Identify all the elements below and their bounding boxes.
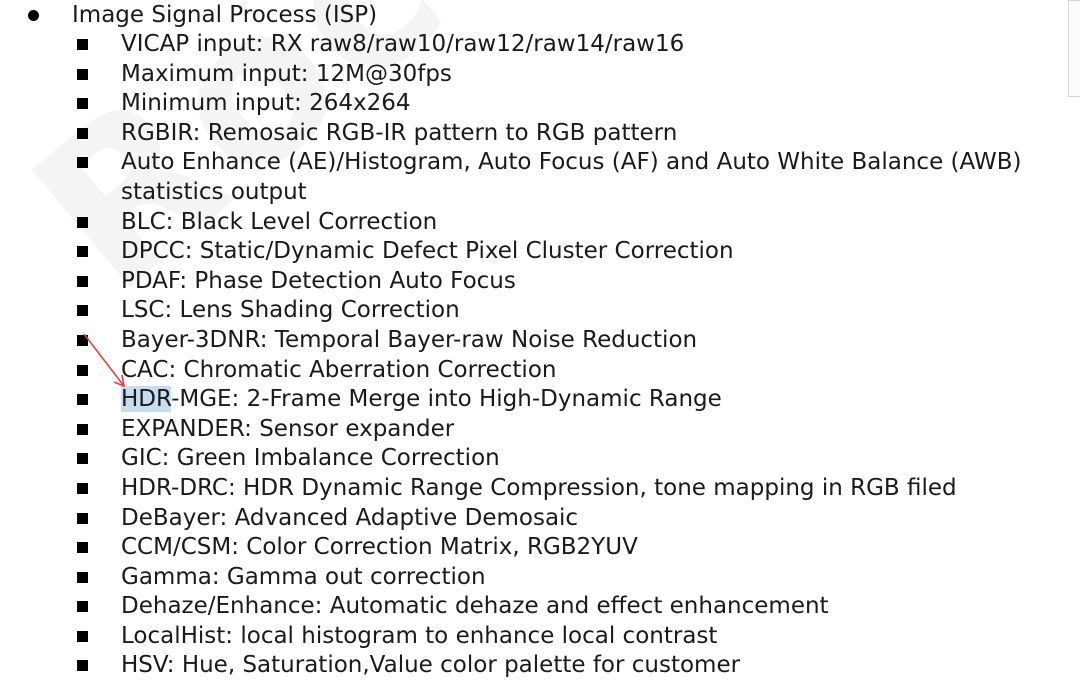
list-item-text: Minimum input: 264x264 <box>121 90 411 117</box>
list-item-text: RGBIR: Remosaic RGB-IR pattern to RGB pa… <box>121 119 678 146</box>
square-bullet-icon <box>77 660 88 672</box>
list-item-text: Gamma: Gamma out correction <box>121 563 486 590</box>
square-bullet-icon <box>77 453 88 465</box>
list-item-text: Dehaze/Enhance: Automatic dehaze and eff… <box>121 593 829 620</box>
list-item: RGBIR: Remosaic RGB-IR pattern to RGB pa… <box>0 119 1080 149</box>
list-item: Gamma: Gamma out correction <box>0 563 1080 593</box>
square-bullet-icon <box>77 512 88 524</box>
list-item: LocalHist: local histogram to enhance lo… <box>0 622 1080 652</box>
list-item: Dehaze/Enhance: Automatic dehaze and eff… <box>0 592 1080 622</box>
list-item-text-rest: -MGE: 2-Frame Merge into High-Dynamic Ra… <box>171 386 722 413</box>
list-item-text-line2: statistics output <box>121 178 307 205</box>
list-item: HDR-MGE: 2-Frame Merge into High-Dynamic… <box>0 385 1080 415</box>
list-item-text: LSC: Lens Shading Correction <box>121 297 460 324</box>
square-bullet-icon <box>77 334 88 346</box>
list-item: DeBayer: Advanced Adaptive Demosaic <box>0 504 1080 534</box>
list-item: HSV: Hue, Saturation,Value color palette… <box>0 651 1080 681</box>
list-item-text: HSV: Hue, Saturation,Value color palette… <box>121 652 741 679</box>
list-item-text: BLC: Black Level Correction <box>121 208 438 235</box>
list-item-text: Maximum input: 12M@30fps <box>121 60 452 87</box>
side-panel-edge <box>1068 0 1080 97</box>
list-item: HDR-DRC: HDR Dynamic Range Compression, … <box>0 474 1080 504</box>
selected-text-highlight[interactable]: HDR <box>121 386 172 413</box>
list-item-text: PDAF: Phase Detection Auto Focus <box>121 267 516 294</box>
square-bullet-icon <box>77 305 88 317</box>
square-bullet-icon <box>77 216 88 228</box>
square-bullet-icon <box>77 275 88 287</box>
feature-list: VICAP input: RX raw8/raw10/raw12/raw14/r… <box>0 30 1080 681</box>
list-item-text: GIC: Green Imbalance Correction <box>121 445 500 472</box>
list-item-text: CCM/CSM: Color Correction Matrix, RGB2YU… <box>121 534 638 561</box>
list-item-text: VICAP input: RX raw8/raw10/raw12/raw14/r… <box>121 31 685 57</box>
square-bullet-icon <box>77 482 88 494</box>
list-item: CCM/CSM: Color Correction Matrix, RGB2YU… <box>0 533 1080 563</box>
square-bullet-icon <box>77 542 88 554</box>
square-bullet-icon <box>77 364 88 376</box>
list-item-text: LocalHist: local histogram to enhance lo… <box>121 622 718 649</box>
list-item: CAC: Chromatic Aberration Correction <box>0 356 1080 386</box>
list-item-text: EXPANDER: Sensor expander <box>121 415 455 442</box>
list-item-text-line1: Auto Enhance (AE)/Histogram, Auto Focus … <box>121 149 1022 176</box>
list-item-text: CAC: Chromatic Aberration Correction <box>121 356 557 383</box>
list-item: EXPANDER: Sensor expander <box>0 415 1080 445</box>
list-item: Bayer-3DNR: Temporal Bayer-raw Noise Red… <box>0 326 1080 356</box>
list-item: LSC: Lens Shading Correction <box>0 296 1080 326</box>
list-item-text: Bayer-3DNR: Temporal Bayer-raw Noise Red… <box>121 326 698 353</box>
square-bullet-icon <box>77 630 88 642</box>
list-item: GIC: Green Imbalance Correction <box>0 444 1080 474</box>
section-heading: Image Signal Process (ISP) <box>0 0 1080 30</box>
square-bullet-icon <box>77 127 88 139</box>
list-item-text: Auto Enhance (AE)/Histogram, Auto Focus … <box>121 148 1080 207</box>
list-item: Minimum input: 264x264 <box>0 89 1080 119</box>
square-bullet-icon <box>77 157 88 169</box>
list-item: BLC: Black Level Correction <box>0 208 1080 238</box>
list-item-text: DPCC: Static/Dynamic Defect Pixel Cluste… <box>121 238 734 265</box>
square-bullet-icon <box>77 571 88 583</box>
list-item: Maximum input: 12M@30fps <box>0 60 1080 90</box>
square-bullet-icon <box>77 68 88 80</box>
square-bullet-icon <box>77 39 88 50</box>
square-bullet-icon <box>77 98 88 110</box>
list-item: DPCC: Static/Dynamic Defect Pixel Cluste… <box>0 237 1080 267</box>
square-bullet-icon <box>77 394 88 406</box>
list-item: Auto Enhance (AE)/Histogram, Auto Focus … <box>0 148 1080 207</box>
square-bullet-icon <box>77 423 88 435</box>
section-title: Image Signal Process (ISP) <box>72 2 378 28</box>
list-item-text: HDR-DRC: HDR Dynamic Range Compression, … <box>121 474 957 501</box>
circle-bullet-icon <box>28 10 39 21</box>
list-item-text: DeBayer: Advanced Adaptive Demosaic <box>121 504 579 531</box>
square-bullet-icon <box>77 246 88 258</box>
list-item-text: HDR-MGE: 2-Frame Merge into High-Dynamic… <box>121 385 1080 415</box>
list-item: VICAP input: RX raw8/raw10/raw12/raw14/r… <box>0 30 1080 60</box>
square-bullet-icon <box>77 601 88 613</box>
list-item: PDAF: Phase Detection Auto Focus <box>0 267 1080 297</box>
